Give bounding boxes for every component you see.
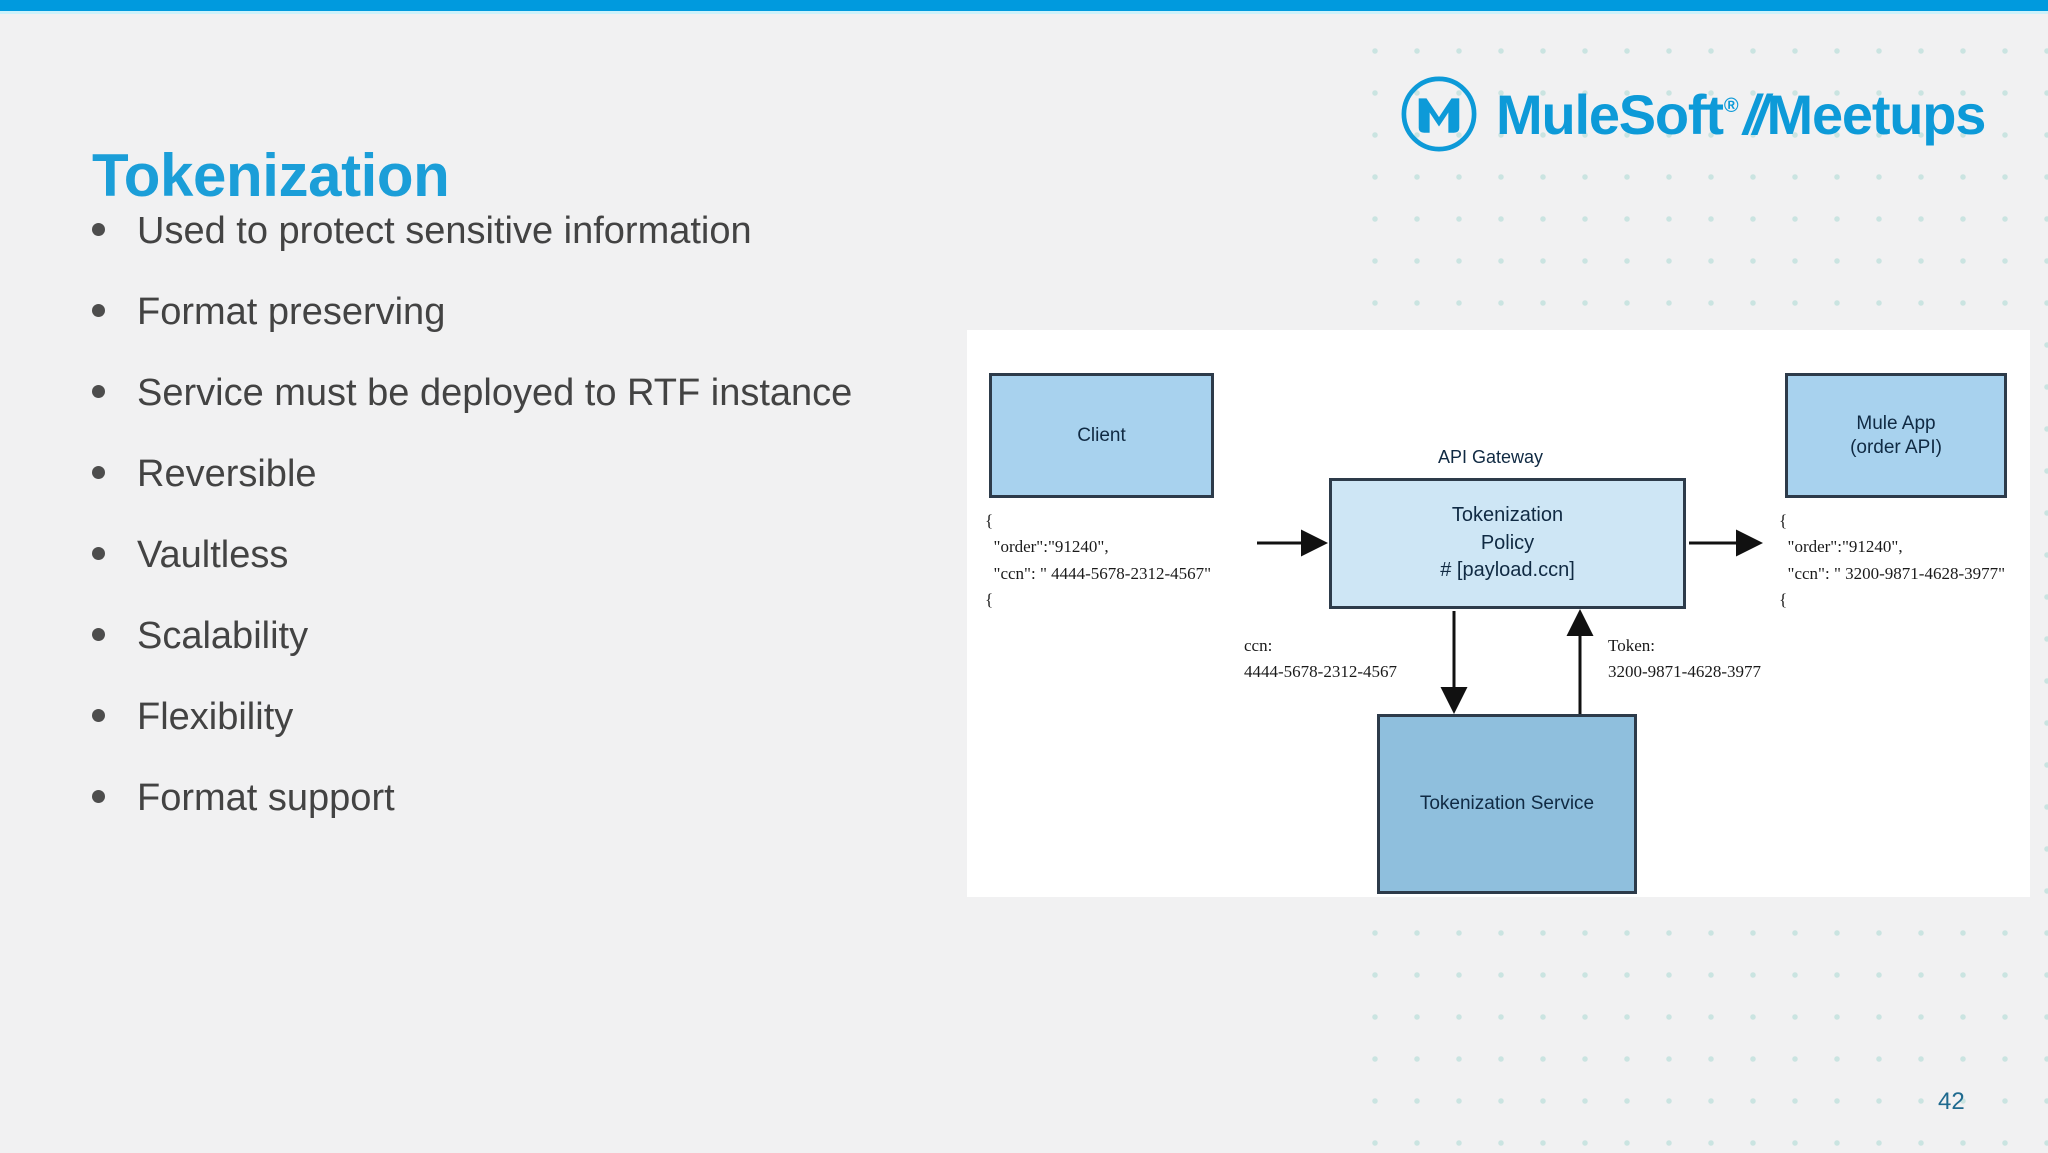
diagram-note-token-value: 3200-9871-4628-3977 — [1608, 661, 1761, 681]
tokenization-architecture-diagram: Client Mule App (order API) API Gateway … — [967, 330, 2030, 897]
diagram-note-token-label: Token: — [1608, 636, 1655, 655]
diagram-payload-request: { "order":"91240", "ccn": " 4444-5678-23… — [985, 511, 1212, 610]
logo-wordmark: MuleSoft®//Meetups — [1496, 82, 1987, 147]
list-item: Used to protect sensitive information — [92, 212, 1012, 293]
top-accent-bar-secondary — [0, 11, 2048, 14]
diagram-note-ccn: ccn: 4444-5678-2312-4567 — [1244, 633, 1397, 684]
bullet-dot-icon — [92, 466, 105, 479]
mule-app-line-1: Mule App — [1856, 412, 1936, 434]
bullet-dot-icon — [92, 304, 105, 317]
diagram-box-client-label: Client — [1077, 424, 1126, 446]
diagram-box-tokenization-service: Tokenization Service — [1377, 714, 1637, 894]
diagram-note-token: Token: 3200-9871-4628-3977 — [1608, 633, 1761, 684]
list-item-label: Used to protect sensitive information — [137, 210, 752, 252]
list-item: Vaultless — [92, 536, 1012, 617]
list-item: Service must be deployed to RTF instance — [92, 374, 1012, 455]
diagram-payload-response: { "order":"91240", "ccn": " 3200-9871-46… — [1779, 511, 2006, 610]
diagram-note-ccn-label: ccn: — [1244, 636, 1273, 655]
list-item-label: Flexibility — [137, 696, 294, 738]
bullet-dot-icon — [92, 628, 105, 641]
diagram-connectors — [1257, 529, 1763, 714]
list-item: Scalability — [92, 617, 1012, 698]
list-item-label: Reversible — [137, 453, 317, 495]
diagram-box-mule-app-label: Mule App (order API) — [1850, 412, 1942, 460]
bullet-list: Used to protect sensitive information Fo… — [92, 212, 1012, 860]
list-item: Format preserving — [92, 293, 1012, 374]
logo-registered-mark: ® — [1723, 94, 1739, 117]
page-title: Tokenization — [92, 142, 450, 210]
logo-program: Meetups — [1766, 82, 1987, 146]
list-item-label: Format preserving — [137, 291, 446, 333]
policy-line-2: Policy — [1480, 531, 1535, 554]
mule-app-line-2: (order API) — [1850, 436, 1942, 458]
bullet-dot-icon — [92, 385, 105, 398]
list-item-label: Vaultless — [137, 534, 289, 576]
list-item-label: Format support — [137, 777, 395, 819]
list-item: Format support — [92, 779, 1012, 860]
list-item: Flexibility — [92, 698, 1012, 779]
page-number: 42 — [1938, 1088, 1965, 1115]
logo-brand: MuleSoft — [1496, 82, 1724, 146]
bullet-dot-icon — [92, 790, 105, 803]
diagram-label-api-gateway: API Gateway — [1438, 447, 1544, 467]
mulesoft-meetups-logo: MuleSoft®//Meetups — [1400, 74, 1987, 154]
policy-line-3: # [payload.ccn] — [1440, 559, 1575, 582]
mulesoft-logo-icon — [1400, 75, 1478, 153]
list-item-label: Service must be deployed to RTF instance — [137, 372, 853, 414]
bullet-dot-icon — [92, 547, 105, 560]
diagram-note-ccn-value: 4444-5678-2312-4567 — [1244, 661, 1397, 681]
diagram-box-policy-label: Tokenization Policy # [payload.ccn] — [1440, 502, 1575, 585]
bullet-dot-icon — [92, 709, 105, 722]
list-item-label: Scalability — [137, 615, 309, 657]
diagram-box-mule-app: Mule App (order API) — [1785, 373, 2007, 498]
policy-line-1: Tokenization — [1451, 504, 1564, 527]
logo-separator: // — [1743, 82, 1768, 146]
diagram-box-service-label: Tokenization Service — [1419, 793, 1595, 815]
bullet-dot-icon — [92, 223, 105, 236]
top-accent-bar — [0, 0, 2048, 11]
list-item: Reversible — [92, 455, 1012, 536]
diagram-box-tokenization-policy: Tokenization Policy # [payload.ccn] — [1329, 478, 1686, 609]
diagram-box-client: Client — [989, 373, 1214, 498]
